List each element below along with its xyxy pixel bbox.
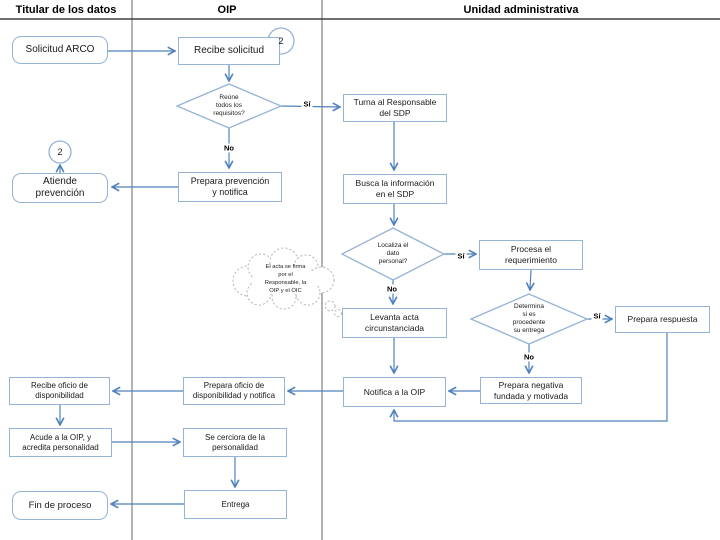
- node-busca-informacion: Busca la información en el SDP: [343, 174, 447, 204]
- arrow-respuesta-to-notifica: [394, 332, 668, 422]
- node-solicitud-arco: Solicitud ARCO: [12, 36, 108, 64]
- arrow-procesa-to-determina: [530, 269, 531, 289]
- node-atiende-prevencion: Atiende prevención: [12, 173, 108, 203]
- edge-label-no-requisitos: No: [222, 143, 236, 153]
- cloud-shape: [232, 247, 348, 322]
- cloud-tail-bubble-2: [334, 309, 342, 317]
- node-recibe-oficio: Recibe oficio de disponibilidad: [9, 377, 110, 405]
- node-entrega: Entrega: [184, 490, 287, 519]
- node-prepara-respuesta: Prepara respuesta: [615, 306, 710, 333]
- node-fin-proceso: Fin de proceso: [12, 491, 108, 520]
- lane-header-titular: Titular de los datos: [15, 3, 117, 16]
- node-notifica-oip: Notifica a la OIP: [343, 377, 446, 407]
- node-recibe-solicitud: Recibe solicitud: [178, 37, 280, 65]
- cloud-tail-bubble-1: [324, 300, 336, 312]
- node-se-cerciora: Se cerciora de la personalidad: [183, 428, 287, 457]
- edge-label-si-requisitos: Sí: [301, 99, 313, 109]
- diamond-determina-procedente: [469, 293, 589, 345]
- node-levanta-acta: Levanta acta circunstanciada: [342, 308, 447, 338]
- node-acude-oip: Acude a la OIP, y acredita personalidad: [9, 428, 112, 457]
- lane-header-oip: OIP: [217, 3, 237, 16]
- node-prepara-oficio: Prepara oficio de disponibilidad y notif…: [183, 377, 285, 405]
- edge-label-no-localiza: No: [385, 284, 399, 294]
- diamond-localiza-dato: [340, 227, 446, 281]
- edge-label-si-localiza: Sí: [455, 251, 467, 261]
- connector-top-label: 2: [278, 36, 284, 46]
- diamond-reune-requisitos: [175, 83, 283, 129]
- node-prepara-negativa: Prepara negativa fundada y motivada: [480, 377, 582, 404]
- node-prepara-prevencion: Prepara prevención y notifica: [178, 172, 282, 202]
- connector-circle-left: [48, 140, 72, 164]
- node-procesa-requerimiento: Procesa el requerimiento: [479, 240, 583, 270]
- connector-left-label: 2: [57, 147, 63, 157]
- lane-header-unidad-administrativa: Unidad administrativa: [463, 3, 579, 16]
- edge-label-no-determina: No: [522, 352, 536, 362]
- edge-label-si-determina: Sí: [591, 311, 603, 321]
- node-turna-responsable: Turna al Responsable del SDP: [343, 94, 447, 122]
